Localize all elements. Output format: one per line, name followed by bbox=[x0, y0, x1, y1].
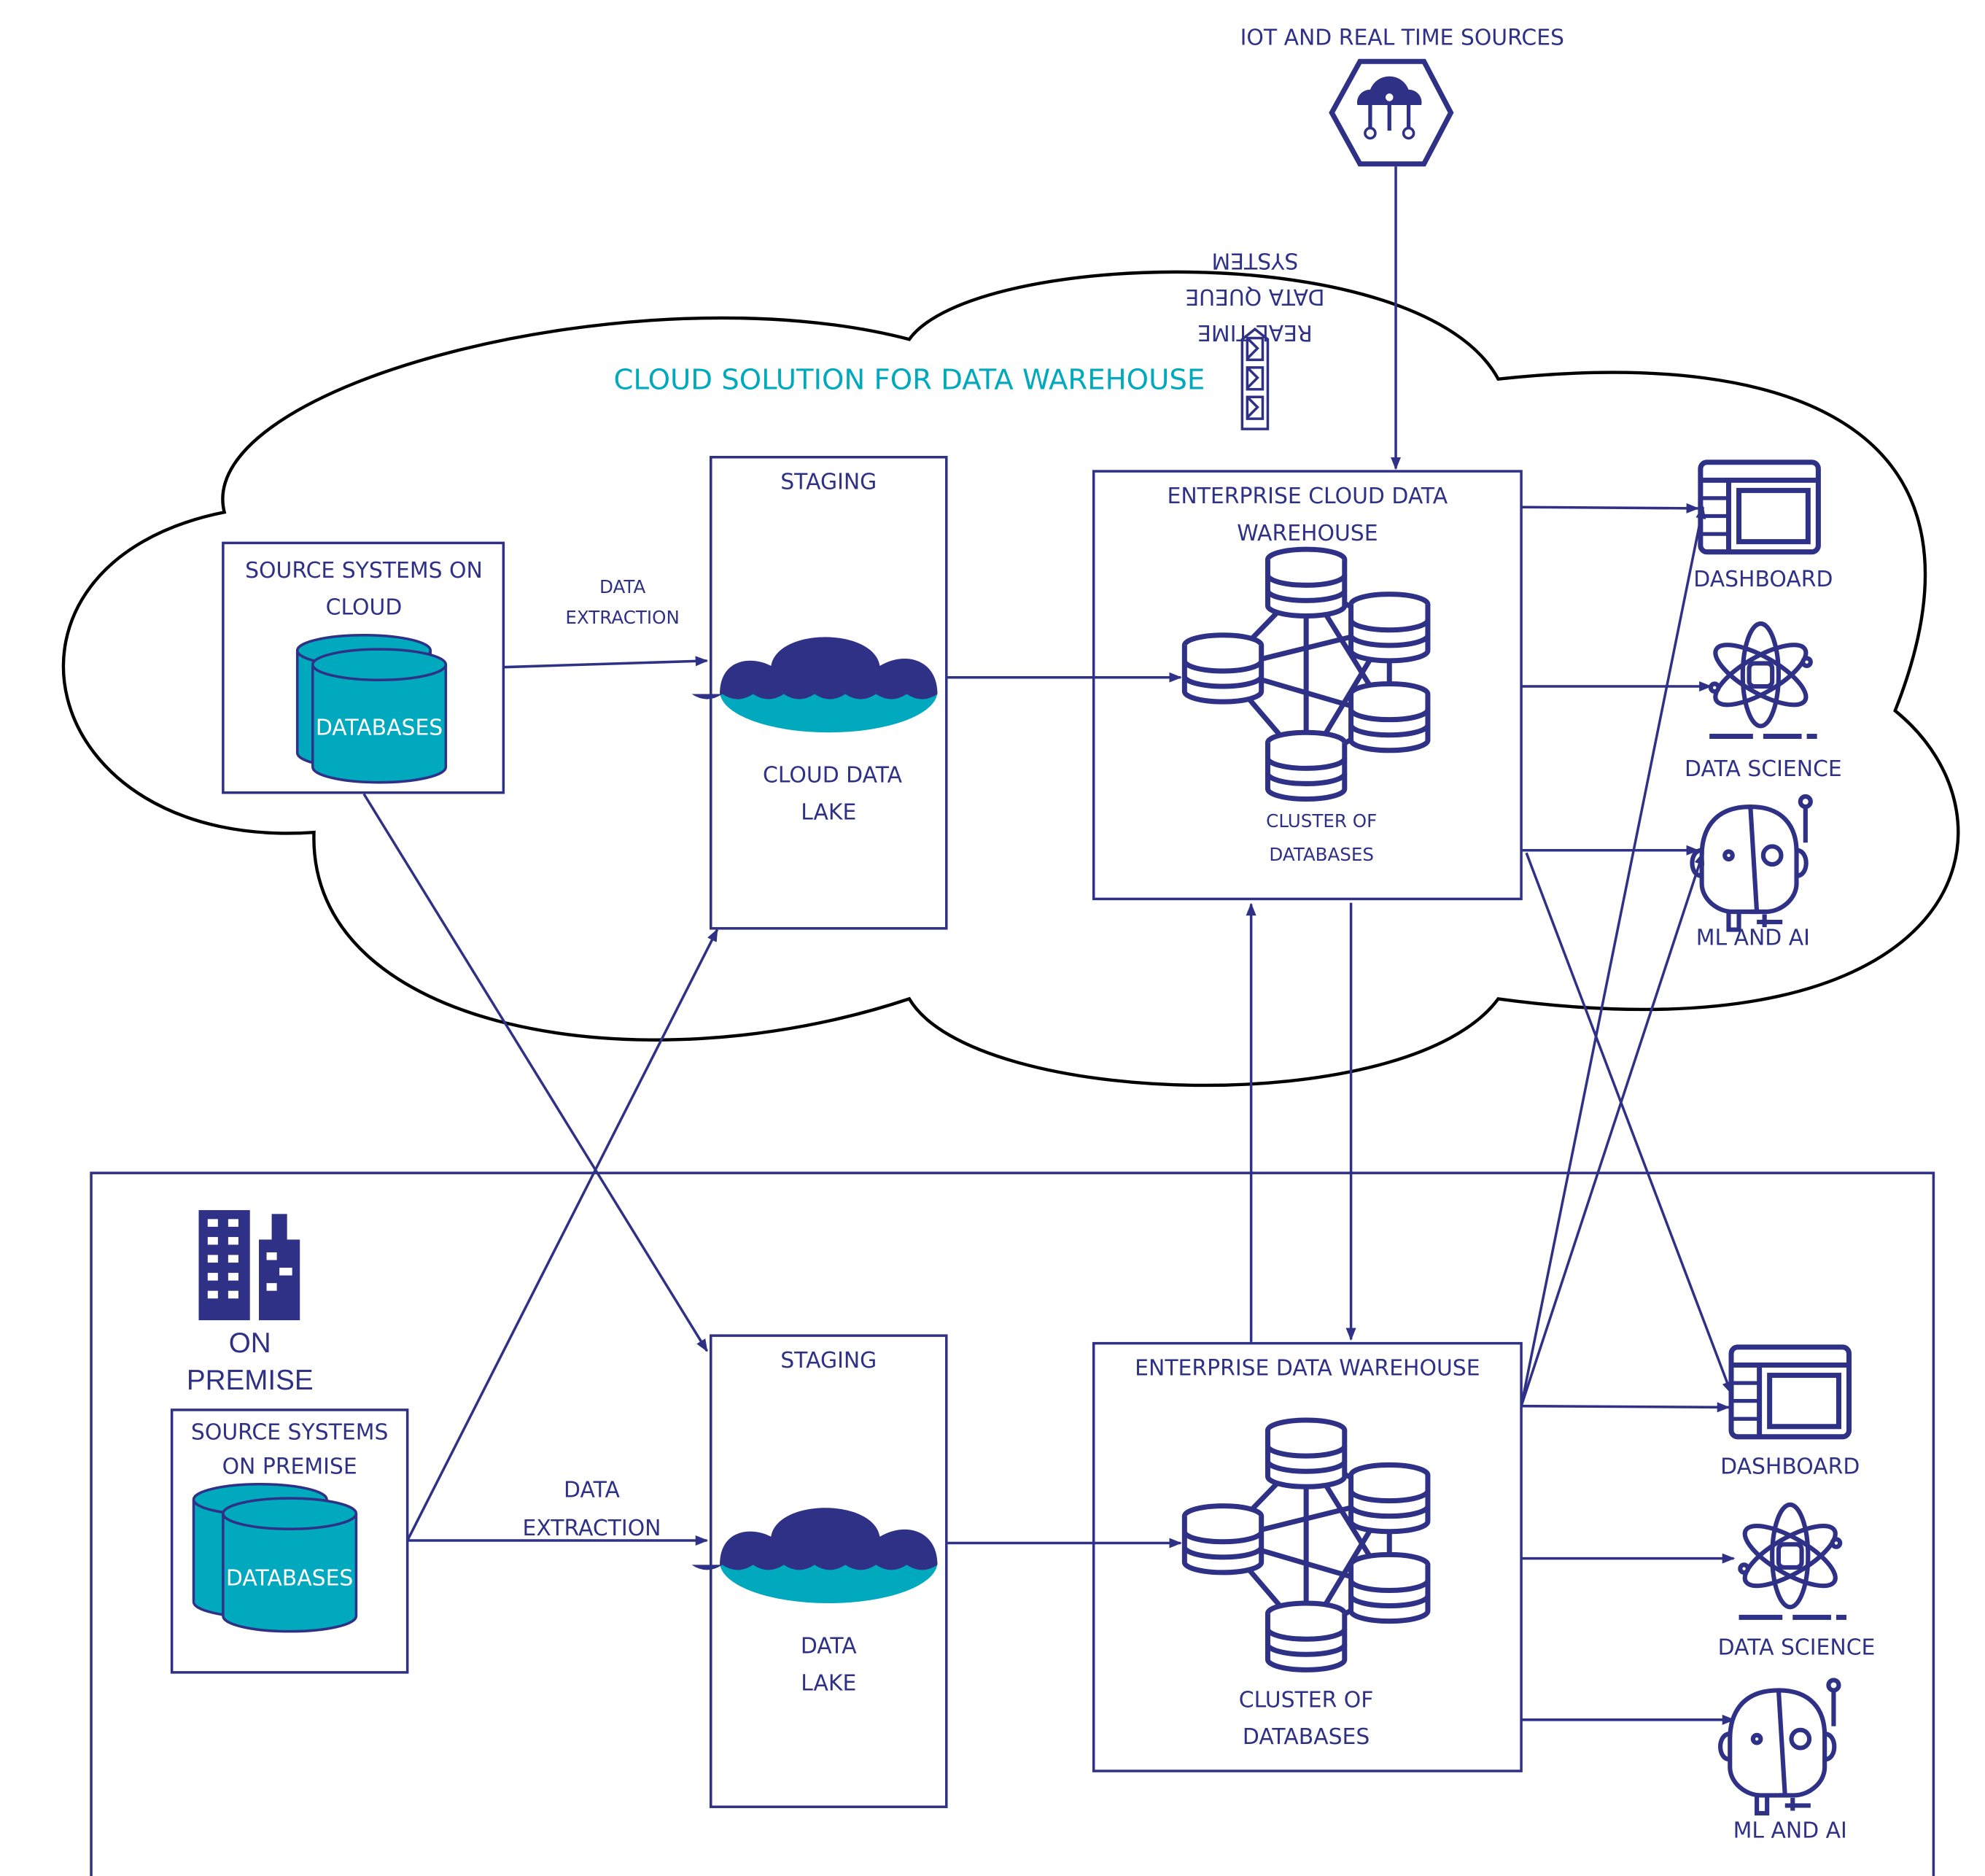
queue-label: REAL TIME DATA QUEUE SYSTEM bbox=[1185, 248, 1324, 345]
output-label-ml-ai: ML AND AI bbox=[1733, 1818, 1847, 1843]
output-label-dashboard: DASHBOARD bbox=[1720, 1454, 1860, 1480]
output-label-data-science: DATA SCIENCE bbox=[1685, 756, 1842, 782]
iot-label: IOT AND REAL TIME SOURCES bbox=[1240, 25, 1564, 50]
data-science-icon bbox=[1737, 1505, 1846, 1617]
cloud-source-title: CLOUD bbox=[326, 595, 403, 621]
premise-title: ON bbox=[229, 1327, 271, 1359]
cluster-label: CLUSTER OF bbox=[1266, 810, 1377, 832]
connectors bbox=[362, 166, 1736, 1725]
extraction-label: EXTRACTION bbox=[522, 1516, 661, 1541]
cloud-staging-box[interactable] bbox=[710, 456, 948, 930]
on-premise-boundary bbox=[90, 1171, 1935, 1876]
data-lake-icon bbox=[691, 637, 938, 733]
dashboard-icon bbox=[1731, 1347, 1849, 1437]
warehouse-title: WAREHOUSE bbox=[1237, 521, 1378, 546]
extraction-label: DATA bbox=[564, 1477, 620, 1503]
extraction-label: DATA bbox=[599, 576, 645, 597]
data-lake-icon bbox=[691, 1508, 938, 1604]
queue-line: SYSTEM bbox=[1211, 248, 1298, 274]
cloud-boundary bbox=[61, 270, 1960, 1088]
dashboard-icon bbox=[1701, 462, 1819, 552]
staging-title: STAGING bbox=[780, 470, 877, 495]
ml-ai-icon bbox=[1692, 796, 1810, 930]
buildings-icon bbox=[198, 1210, 300, 1321]
output-label-data-science: DATA SCIENCE bbox=[1718, 1635, 1876, 1660]
database-cluster-icon bbox=[1184, 549, 1428, 799]
arrow-premise-source-to-cloud-staging bbox=[406, 929, 719, 1541]
data-lake-label: LAKE bbox=[801, 800, 856, 826]
cluster-label: DATABASES bbox=[1269, 844, 1374, 865]
arrow-premise-to-cloud-ml-ai bbox=[1520, 851, 1705, 1407]
premise-source-title: SOURCE SYSTEMS bbox=[191, 1419, 388, 1445]
ml-ai-icon bbox=[1720, 1680, 1838, 1813]
output-label-ml-ai: ML AND AI bbox=[1696, 926, 1810, 951]
arrow-premise-to-cloud-dashboard bbox=[1520, 505, 1706, 1407]
message-queue-icon bbox=[1240, 327, 1270, 430]
database-icon bbox=[295, 634, 448, 784]
staging-title: STAGING bbox=[780, 1348, 877, 1373]
arrow-cloud-source-to-premise-staging bbox=[362, 793, 708, 1352]
database-cluster-icon bbox=[1184, 1420, 1428, 1670]
data-lake-label: DATA bbox=[801, 1634, 857, 1659]
output-label-dashboard: DASHBOARD bbox=[1693, 567, 1833, 592]
cluster-label: DATABASES bbox=[1243, 1724, 1370, 1750]
extraction-label: EXTRACTION bbox=[565, 607, 679, 628]
premise-staging-box[interactable] bbox=[710, 1334, 948, 1808]
queue-line: REAL TIME bbox=[1197, 319, 1313, 345]
data-science-icon bbox=[1707, 624, 1817, 736]
warehouse-title: ENTERPRISE CLOUD DATA bbox=[1168, 484, 1448, 509]
data-lake-label: CLOUD DATA bbox=[763, 763, 903, 788]
arrow-premise-to-dashboard bbox=[1521, 1402, 1730, 1413]
cloud-source-systems-box[interactable] bbox=[222, 541, 505, 794]
premise-title: PREMISE bbox=[187, 1365, 314, 1396]
cloud-source-title: SOURCE SYSTEMS ON bbox=[245, 558, 483, 584]
queue-line: DATA QUEUE bbox=[1185, 284, 1324, 309]
cloud-title: CLOUD SOLUTION FOR DATA WAREHOUSE bbox=[614, 364, 1205, 397]
warehouse-title: ENTERPRISE DATA WAREHOUSE bbox=[1135, 1356, 1480, 1381]
cluster-label: CLUSTER OF bbox=[1239, 1687, 1374, 1713]
iot-cloud-hexagon-icon bbox=[1329, 58, 1454, 167]
data-lake-label: LAKE bbox=[801, 1670, 856, 1696]
database-label: DATABASES bbox=[226, 1565, 353, 1591]
premise-source-title: ON PREMISE bbox=[222, 1454, 357, 1480]
arrow-source-to-staging-cloud bbox=[503, 656, 709, 669]
arrow-to-dashboard bbox=[1521, 503, 1700, 513]
database-label: DATABASES bbox=[316, 716, 443, 741]
database-icon bbox=[192, 1483, 358, 1633]
arrow-cloud-warehouse-to-premise-dashboard bbox=[1525, 852, 1733, 1395]
